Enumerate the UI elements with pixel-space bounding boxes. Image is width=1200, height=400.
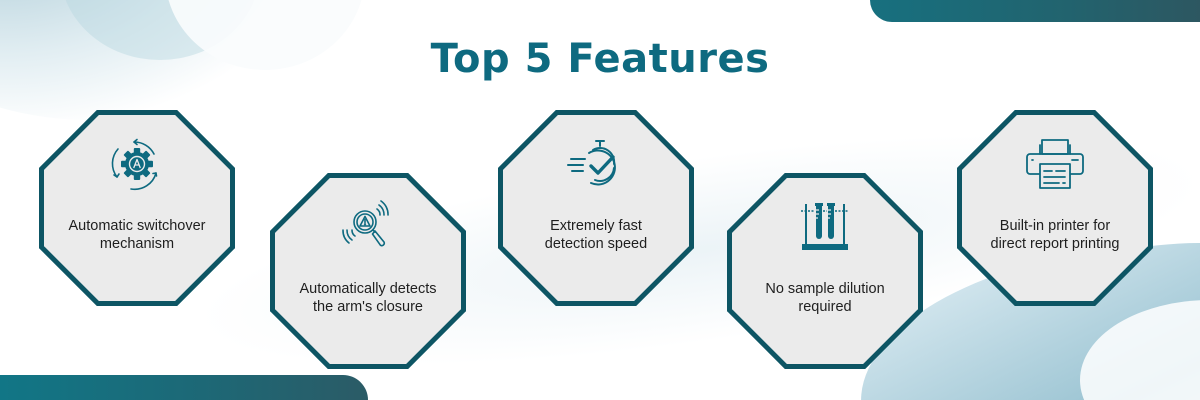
feature-card-body: Built-in printer for direct report print… [962, 115, 1148, 301]
feature-card-body: Automatically detects the arm's closure [275, 178, 461, 364]
printer-icon [1022, 137, 1088, 193]
gear-auto-cycle-icon [104, 137, 170, 193]
feature-label: Automatically detects the arm's closure [299, 281, 437, 315]
feature-card-body: Extremely fast detection speed [503, 115, 689, 301]
feature-label: Automatic switchover mechanism [68, 218, 206, 252]
feature-label: No sample dilution required [765, 281, 885, 315]
stopwatch-check-icon [563, 137, 629, 193]
magnifier-warning-signal-icon [335, 200, 401, 256]
feature-card-no-dilution: No sample dilution required [727, 173, 923, 369]
feature-card-body: No sample dilution required [732, 178, 918, 364]
page-title: Top 5 Features [430, 36, 770, 82]
feature-label: Extremely fast detection speed [544, 218, 648, 252]
test-tubes-rack-icon [792, 200, 858, 256]
accent-bar-bottom-left [0, 375, 368, 400]
feature-card-fast-detection: Extremely fast detection speed [498, 110, 694, 306]
feature-card-automatic-switchover: Automatic switchover mechanism [39, 110, 235, 306]
feature-card-built-in-printer: Built-in printer for direct report print… [957, 110, 1153, 306]
accent-bar-top-right [870, 0, 1200, 22]
feature-card-arm-closure-detection: Automatically detects the arm's closure [270, 173, 466, 369]
feature-label: Built-in printer for direct report print… [990, 218, 1120, 252]
feature-card-body: Automatic switchover mechanism [44, 115, 230, 301]
